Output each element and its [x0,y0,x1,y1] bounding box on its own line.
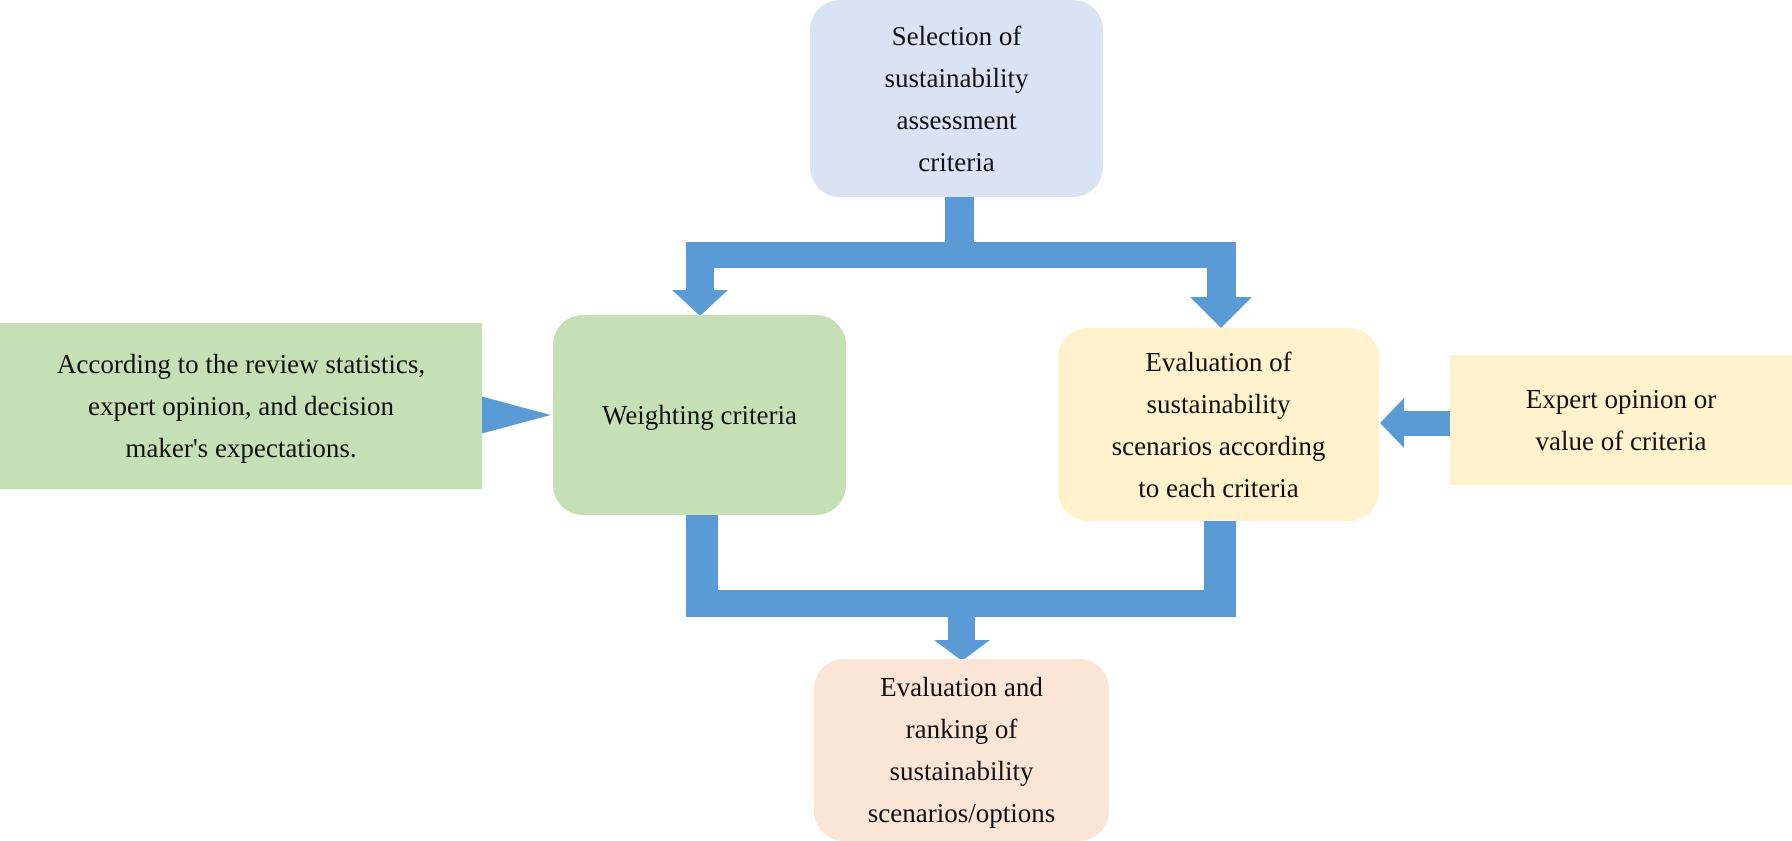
split-bar [686,242,1236,268]
text-line: to each criteria [1138,472,1299,503]
ranking-scenarios-text: Evaluation and ranking of sustainability… [868,666,1055,834]
arrow-down-to-ranking [934,640,990,661]
selection-criteria-text: Selection of sustainability assessment c… [885,15,1029,183]
text-line: Expert opinion or [1525,384,1717,414]
review-source-text: According to the review statistics, expe… [57,343,425,469]
right-input-arrow [1380,398,1452,448]
text-line: criteria [918,146,995,177]
text-line: assessment [896,104,1017,135]
merge-bar [686,590,1236,617]
weighting-criteria-text: Weighting criteria [602,394,797,436]
ranking-scenarios-box: Evaluation and ranking of sustainability… [814,659,1109,841]
selection-stem [945,196,974,243]
text-line: maker's expectations. [125,433,357,463]
text-line: Evaluation of [1145,346,1292,377]
expert-source-text: Expert opinion or value of criteria [1526,378,1716,462]
text-line: ranking of [905,714,1018,744]
expert-source-box: Expert opinion or value of criteria [1450,355,1792,485]
review-source-box: According to the review statistics, expe… [0,323,482,489]
weighting-criteria-box: Weighting criteria [553,315,846,515]
text-line: value of criteria [1535,426,1707,456]
text-line: sustainability [889,756,1034,786]
text-line: scenarios according [1111,430,1326,461]
arrow-down-to-evaluation [1190,297,1252,328]
right-arrow-shaft [1402,411,1452,436]
arrow-left-to-evaluation [1380,398,1404,448]
evaluation-scenarios-box: Evaluation of sustainability scenarios a… [1058,328,1379,521]
split-connector [672,196,1252,328]
text-line: Weighting criteria [602,400,797,430]
text-line: scenarios/options [867,798,1056,828]
evaluation-scenarios-text: Evaluation of sustainability scenarios a… [1112,341,1326,509]
text-line: expert opinion, and decision [88,391,394,421]
text-line: sustainability [1146,388,1291,419]
merge-connector [686,512,1236,661]
text-line: sustainability [884,62,1029,93]
text-line: Selection of [891,20,1022,51]
arrow-down-to-weighting [672,290,728,316]
selection-criteria-box: Selection of sustainability assessment c… [810,0,1103,197]
text-line: Evaluation and [880,672,1043,702]
left-drop [686,242,714,292]
merge-stem [948,616,975,642]
text-line: According to the review statistics, [56,349,426,379]
right-drop [1207,242,1236,298]
